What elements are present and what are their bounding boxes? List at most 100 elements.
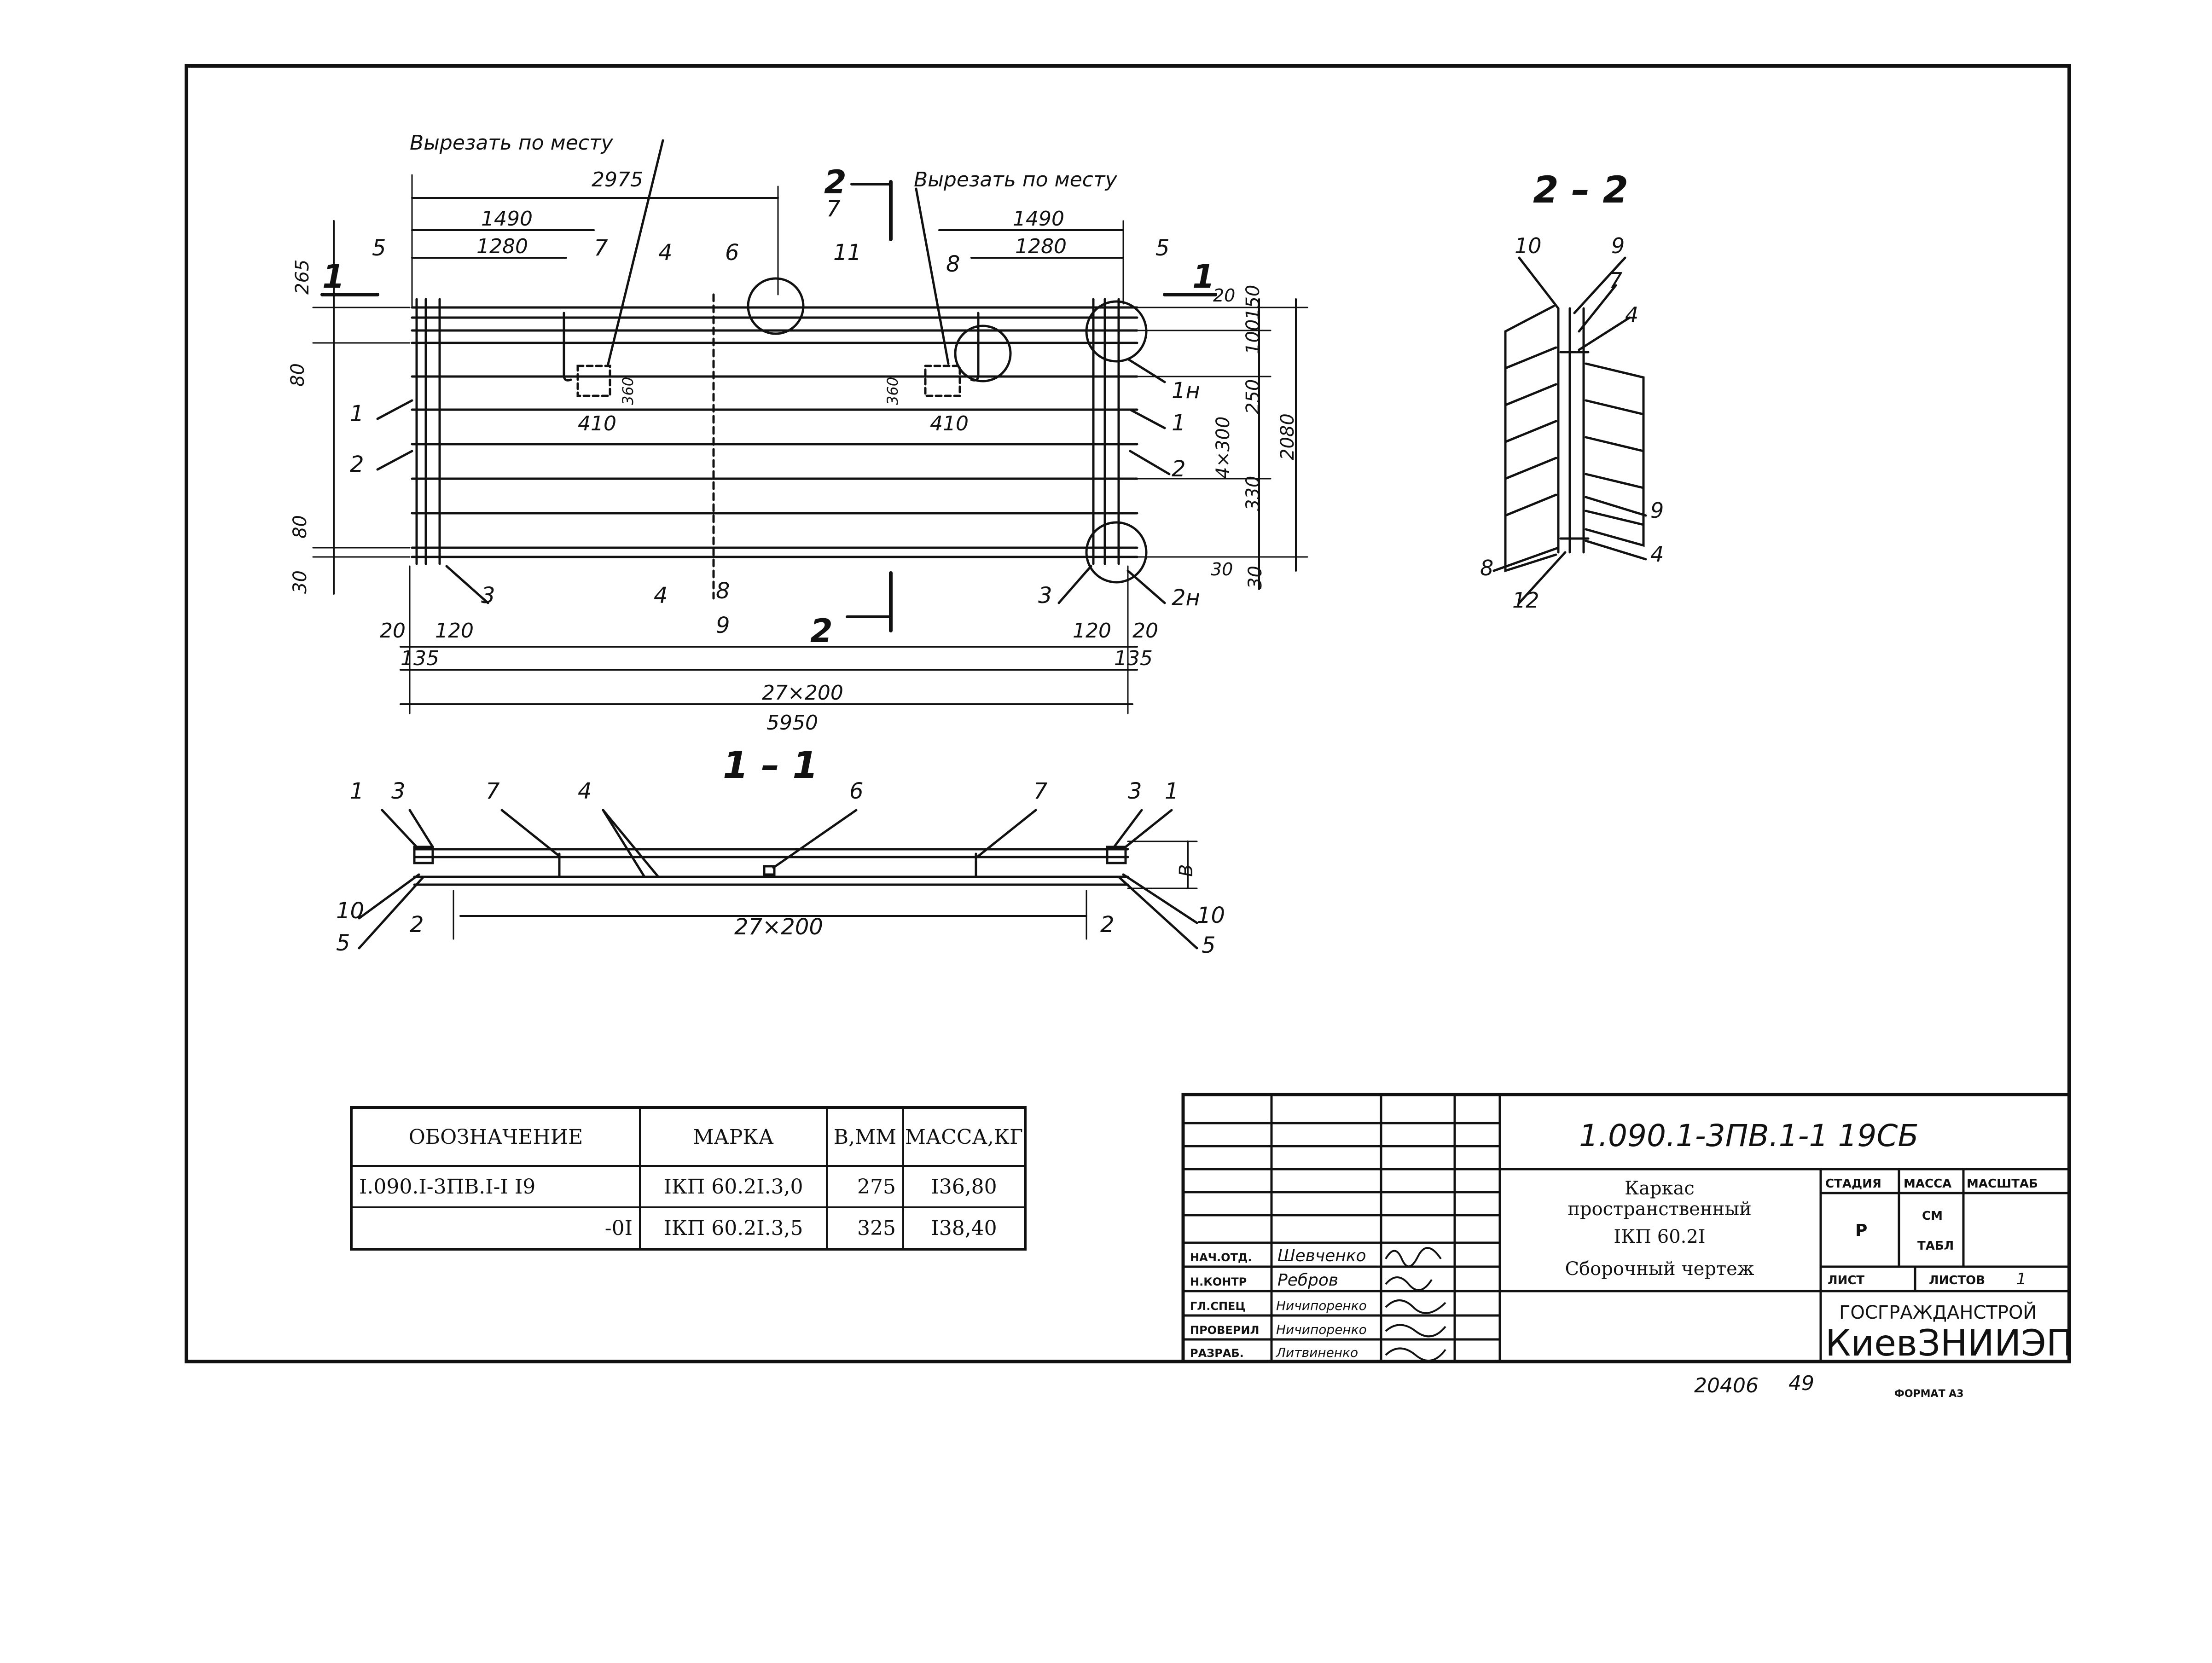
mass-value-1: СМ [1922,1209,1943,1223]
callout: 4 [1650,542,1664,567]
section-2-2-title: 2 – 2 [1533,168,1628,211]
mass-value-2: ТАБЛ [1917,1239,1954,1253]
dim-250: 250 [1242,379,1264,414]
dim-80-lower: 80 [290,515,311,539]
sig-role: ГЛ.СПЕЦ [1190,1300,1246,1313]
callout: 6 [849,778,864,804]
dim-410-left: 410 [578,412,616,435]
callout: 7 [486,778,500,804]
callout: 10 [1197,903,1225,928]
footer-format: ФОРМАТ А3 [1894,1388,1964,1400]
callout: 10 [1515,233,1542,258]
sig-name: Ничипоренко [1276,1298,1367,1313]
cut-mark-1-right: 1 [1192,258,1215,296]
section-1-1-title: 1 – 1 [723,744,818,787]
title-line-1: Каркас [1625,1178,1695,1199]
callout: 2 [350,452,364,477]
section-2-2 [1492,256,1647,604]
sig-role: РАЗРАБ. [1190,1347,1244,1360]
plan-view [312,139,1308,714]
dim-135-left: 135 [401,647,439,670]
callout: 1 [350,401,364,427]
callout: 5 [372,235,386,261]
dim-360-left: 360 [619,377,637,405]
column-header: В,ММ [826,1107,904,1167]
cut-mark-1-left: 1 [322,258,345,296]
sheet-label: ЛИСТ [1828,1274,1864,1287]
title-line-3: IКП 60.2I [1614,1226,1705,1247]
callout: 5 [1155,235,1170,261]
dim-5950: 5950 [766,711,818,735]
callout: 10 [336,898,364,924]
table-cell: IКП 60.2I.3,5 [639,1206,828,1250]
dim-2080: 2080 [1277,413,1298,460]
dim-1490-right: 1490 [1013,207,1064,231]
table-cell: 325 [826,1206,904,1250]
sig-name: Литвиненко [1276,1345,1358,1360]
callout: 7 [1609,268,1622,293]
callout: 3 [391,778,406,804]
footer-page: 49 [1788,1372,1814,1395]
callout: 6 [725,240,739,266]
callout: 2н [1172,585,1200,611]
dim-410-right: 410 [930,412,969,435]
dim-150: 150 [1242,285,1264,320]
callout: 3 [1128,778,1142,804]
sheets-label: ЛИСТОВ [1929,1274,1985,1287]
column-header: МАРКА [639,1107,828,1167]
callout: 8 [946,251,960,277]
cut-note-left: Вырезать по месту [410,131,614,155]
callout: 3 [481,583,495,608]
specification-table: ОБОЗНАЧЕНИЕ МАРКА В,ММ МАССА,КГ I.090.I-… [350,1106,1027,1251]
cut-mark-2-bottom: 2 [810,612,833,650]
callout: 5 [1202,933,1216,958]
section-1-1 [358,809,1198,950]
dim-1280-left: 1280 [476,235,528,258]
dim-B: В [1176,864,1197,877]
mass-label: МАССА [1904,1177,1951,1191]
dim-20-right: 20 [1132,619,1158,643]
callout: 1 [1165,778,1179,804]
table-cell: -0I [350,1206,641,1250]
table-header-row: ОБОЗНАЧЕНИЕ МАРКА В,ММ МАССА,КГ [350,1107,1026,1167]
callout: 7 [1033,778,1048,804]
dim-4x300: 4×300 [1213,417,1234,479]
callout: 2 [1172,456,1186,482]
table-row: -0I IКП 60.2I.3,5 325 I38,40 [350,1206,1026,1250]
dim-27x200: 27×200 [762,681,843,705]
sig-role: ПРОВЕРИЛ [1190,1324,1259,1337]
callout: 8 [1480,556,1493,580]
table-cell: I38,40 [902,1206,1026,1250]
document-code: 1.090.1-3ПВ.1-1 19СБ [1579,1118,1919,1153]
dim-135-right: 135 [1114,647,1153,670]
table-cell: I.090.I-3ПВ.I-I I9 [350,1165,641,1208]
footer-number: 20406 [1694,1374,1759,1397]
table-cell: 275 [826,1165,904,1208]
callout: 1н [1172,378,1200,404]
table-cell: I36,80 [902,1165,1026,1208]
dim-120-right: 120 [1073,619,1111,643]
dim-20-top: 20 [1213,285,1235,306]
dim-30-lower: 30 [290,570,311,594]
callout: 4 [1625,302,1638,327]
dim-20-left: 20 [380,619,406,643]
signature-scribbles [1385,1247,1446,1362]
column-header: ОБОЗНАЧЕНИЕ [350,1107,641,1167]
title-line-2: пространственный [1568,1199,1752,1220]
callout: 7 [594,235,608,261]
cut-mark-2-top: 2 [824,163,847,201]
title-block-grid [1181,1093,2071,1363]
sig-name: Шевченко [1277,1246,1366,1265]
column-header: МАССА,КГ [902,1107,1026,1167]
scale-label: МАСШТАБ [1967,1177,2038,1191]
callout: 9 [1650,498,1664,523]
callout: 1 [350,778,364,804]
dim-1280-right: 1280 [1015,235,1067,258]
sig-name: Ничипоренко [1276,1322,1367,1337]
callout: 1 [1172,410,1186,436]
callout: 2 [1100,912,1115,938]
callout: 12 [1512,588,1539,613]
dim-265: 265 [292,260,313,295]
dim-80-upper: 80 [287,363,308,387]
